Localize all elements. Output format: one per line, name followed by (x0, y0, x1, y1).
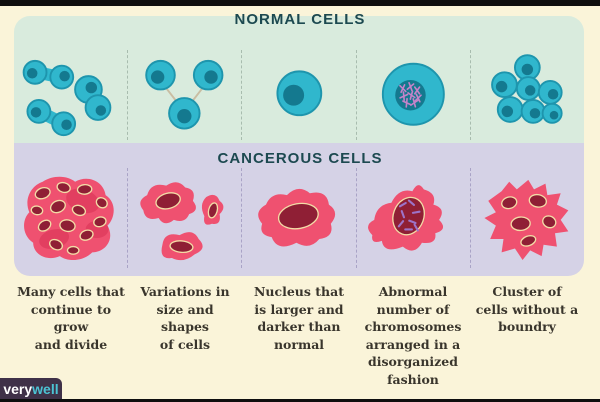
organized-chromosomes-cell-icon (381, 62, 445, 126)
caption-nucleus: Nucleus that is larger and darker than n… (253, 284, 345, 352)
normal-col-2 (127, 50, 241, 140)
single-round-cell-icon (276, 70, 322, 116)
caption-chromosomes: Abnormal number of chromosomes arranged … (364, 284, 462, 387)
cancerous-cells-title: CANCEROUS CELLS (217, 150, 383, 167)
disorganized-chromosomes-cell-icon (367, 185, 443, 251)
large-dark-nucleus-cell-icon (257, 188, 335, 247)
cancer-col-2 (127, 168, 241, 268)
spiky-unbounded-cluster-icon (484, 179, 569, 260)
cancer-col-4 (355, 168, 470, 268)
normal-cells-title: NORMAL CELLS (234, 11, 366, 28)
three-connected-cells-icon (145, 59, 224, 130)
normal-col-5 (469, 50, 584, 140)
cancer-col-5 (469, 168, 584, 268)
captions-row: Many cells that continue to grow and div… (14, 283, 584, 388)
varied-size-shape-cells-icon (140, 182, 224, 261)
cancer-col-1 (14, 168, 127, 268)
bottom-crop-bar (0, 399, 600, 402)
logo-text-well: well (32, 380, 59, 397)
normal-cells-row (14, 50, 584, 140)
logo-text-very: very (3, 380, 33, 397)
irregular-cell-mass-icon (24, 176, 114, 261)
caption-cluster: Cluster of cells without a boundry (475, 284, 579, 334)
cancerous-cells-row (14, 168, 584, 268)
bounded-cell-cluster-icon (491, 54, 563, 124)
cancer-col-3 (241, 168, 355, 268)
caption-many-cells: Many cells that continue to grow and div… (17, 284, 125, 352)
dividing-cell-pairs-icon (22, 59, 112, 136)
top-crop-bar (0, 0, 600, 6)
normal-col-1 (14, 50, 127, 140)
normal-col-4 (355, 50, 470, 140)
caption-variations: Variations in size and shapes of cells (140, 284, 230, 352)
normal-col-3 (241, 50, 355, 140)
